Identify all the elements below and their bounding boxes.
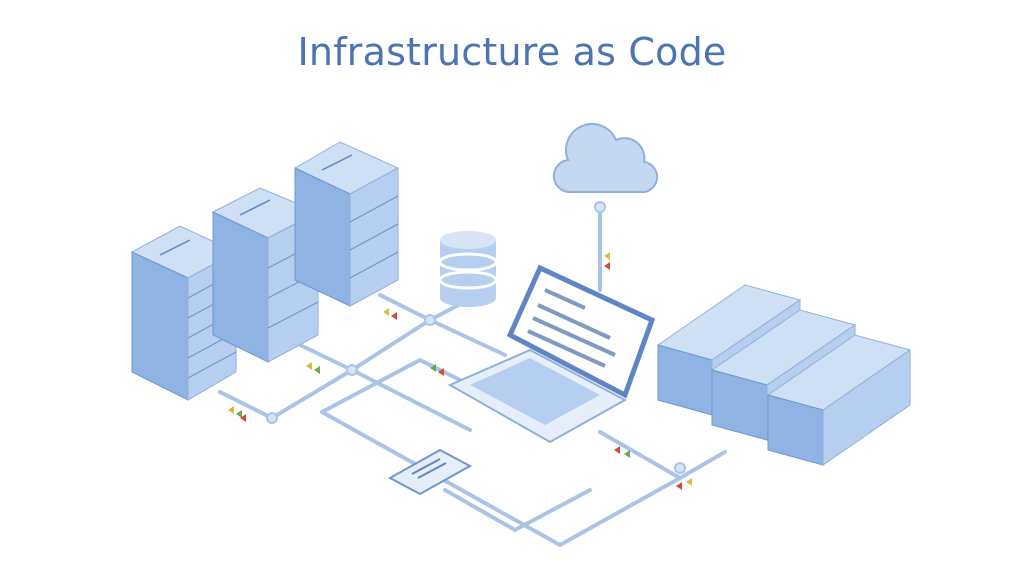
server-rack-icon (293, 141, 400, 307)
network-lines (218, 201, 727, 548)
laptop-icon (447, 264, 656, 444)
tablet-icon (387, 448, 473, 496)
container-icon (766, 334, 912, 466)
cloud-icon (552, 123, 659, 194)
database-icon (438, 231, 498, 307)
status-arrows-icon (228, 252, 692, 490)
page-title: Infrastructure as Code (297, 30, 727, 74)
